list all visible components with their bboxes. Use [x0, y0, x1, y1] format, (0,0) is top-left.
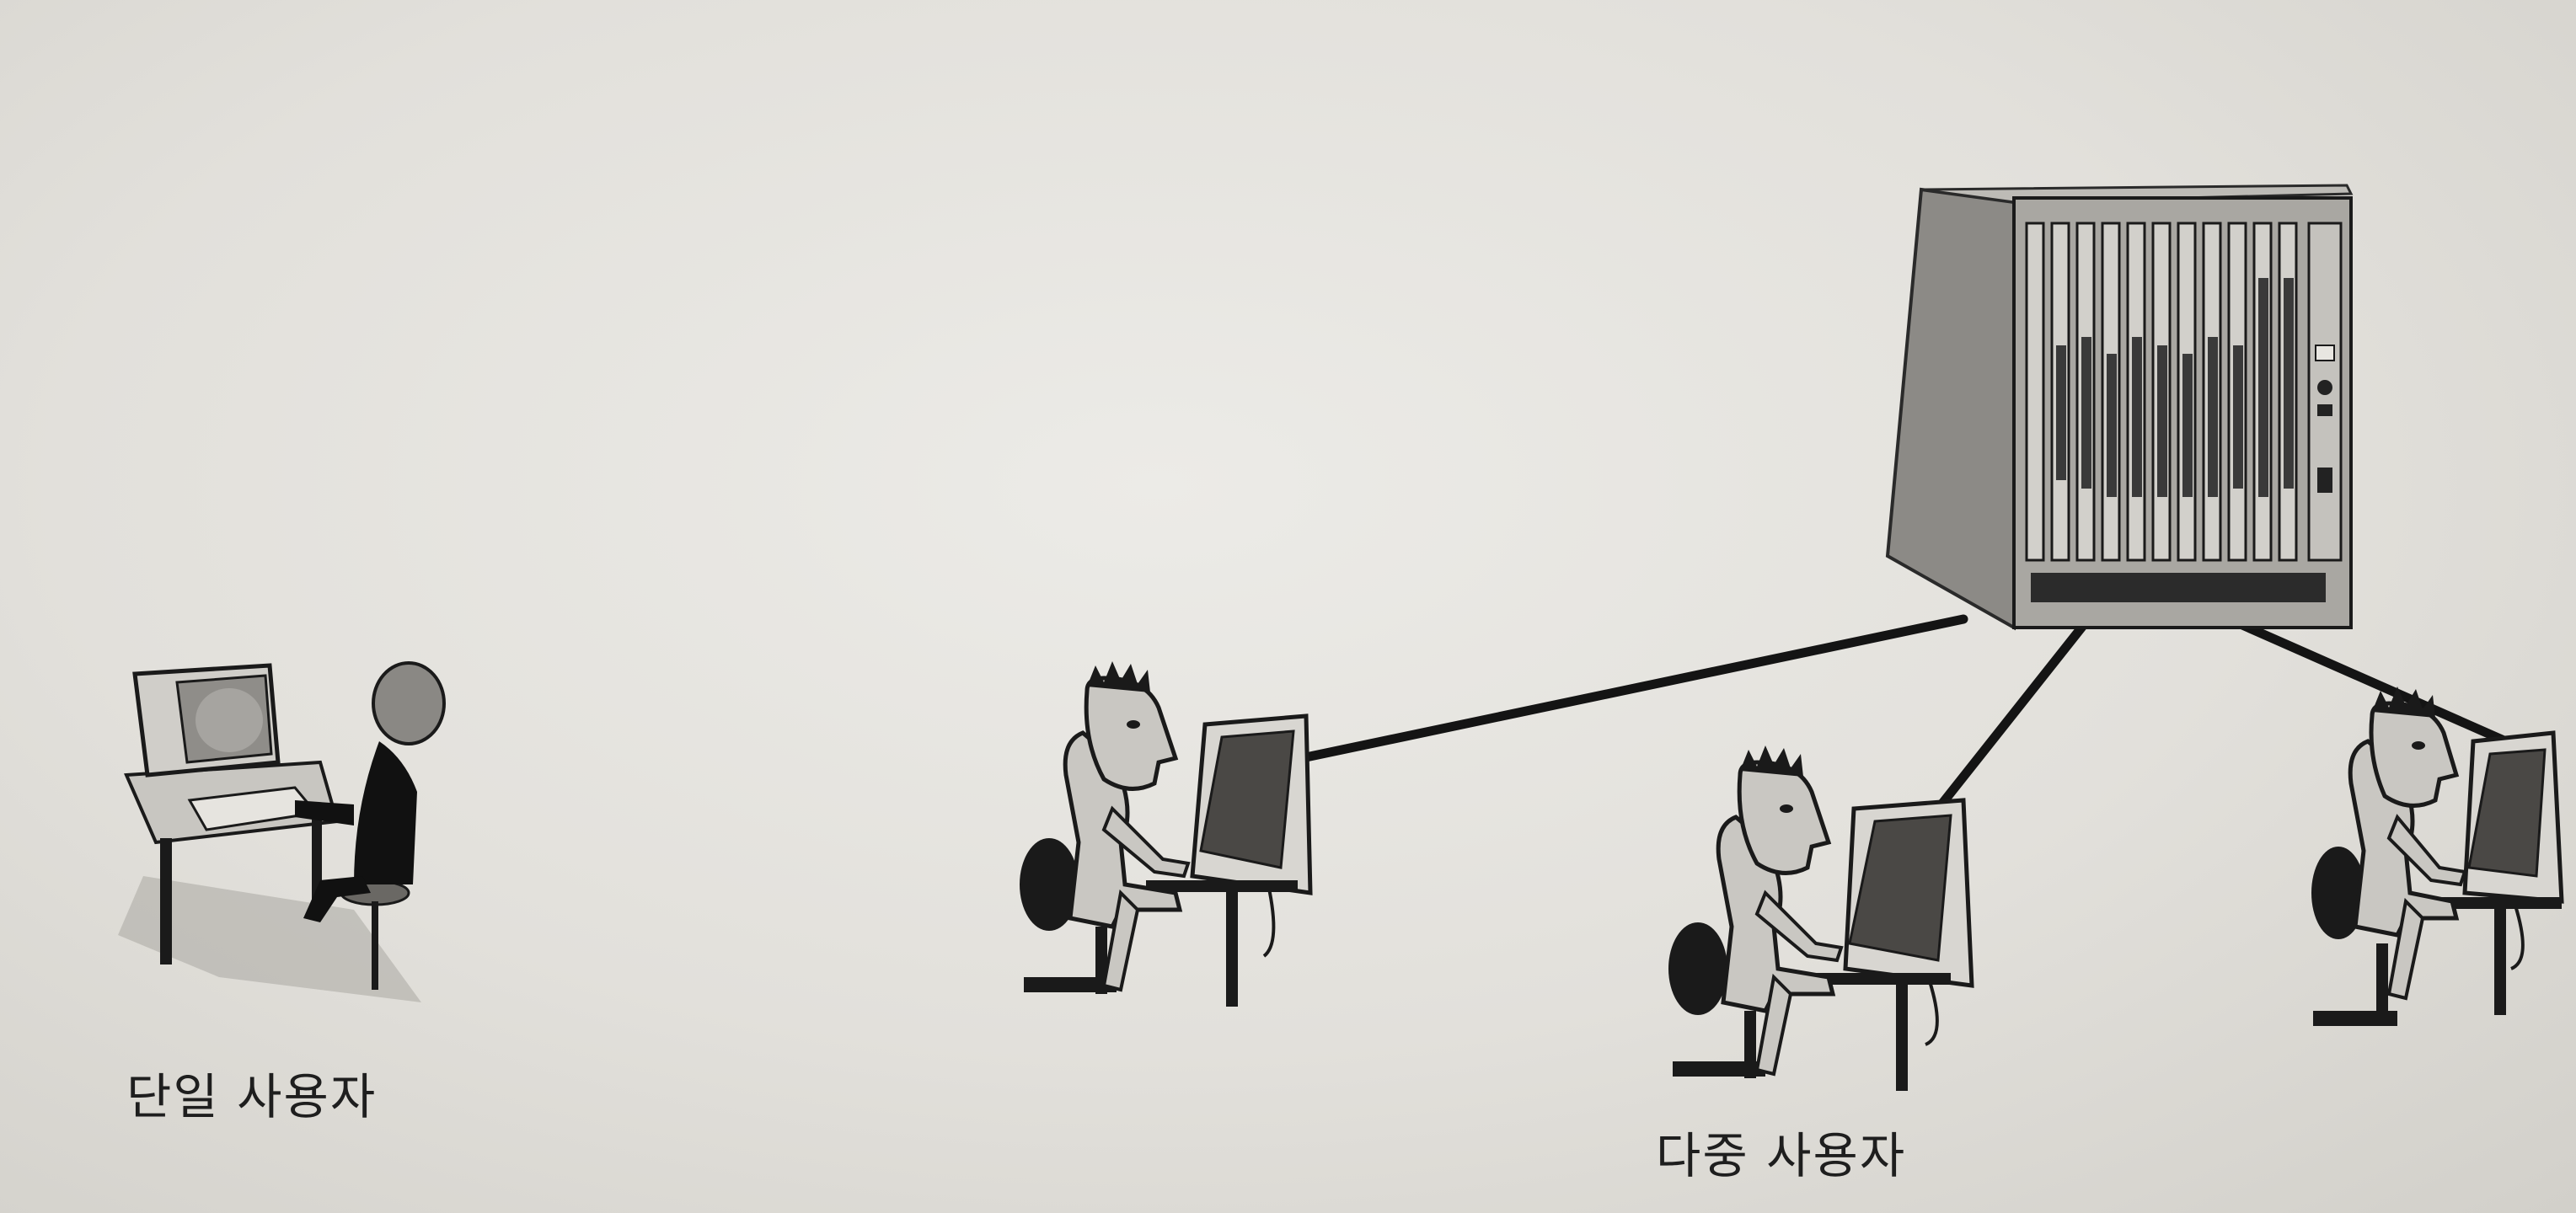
- network-cables: [1297, 597, 2520, 814]
- terminal-user-3: [2311, 687, 2564, 1026]
- single-user-figure: [118, 661, 446, 1002]
- cable-to-terminal-2: [1933, 601, 2103, 814]
- single-user-caption: 단일 사용자: [126, 1068, 378, 1125]
- cable-to-terminal-1: [1297, 614, 1968, 763]
- server-icon: [1885, 184, 2354, 631]
- multi-user-caption: 다중 사용자: [1656, 1127, 1907, 1184]
- terminal-user-1: [1020, 661, 1313, 1007]
- terminal-user-2: [1668, 745, 1974, 1091]
